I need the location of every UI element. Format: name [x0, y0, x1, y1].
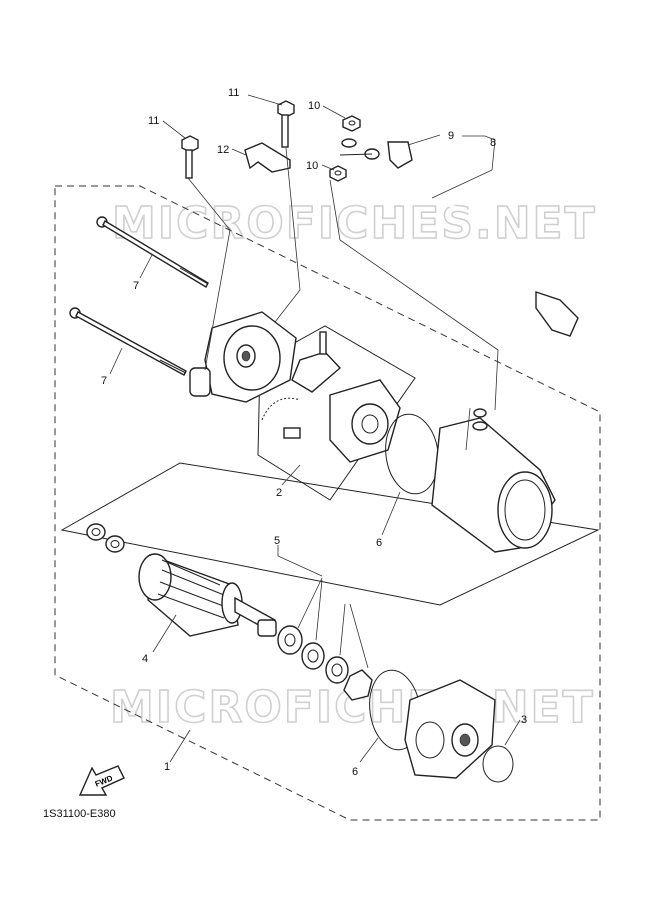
callout-5: 5 [274, 535, 280, 547]
callout-10-lower: 10 [306, 160, 318, 172]
washer-set-left[interactable] [86, 523, 125, 553]
front-cover[interactable] [404, 679, 496, 779]
assembly-boundary [54, 185, 601, 821]
brush-holder[interactable] [261, 331, 401, 463]
bolt-right[interactable] [277, 100, 295, 148]
callout-11-left: 11 [148, 115, 159, 127]
washer-set-right[interactable] [277, 625, 373, 701]
callout-7-upper: 7 [133, 280, 139, 292]
callout-7-lower: 7 [101, 375, 107, 387]
callout-6-lower: 6 [352, 766, 358, 778]
callout-12: 12 [217, 144, 229, 156]
callout-1: 1 [164, 761, 170, 773]
callout-10-upper: 10 [308, 100, 320, 112]
nut-upper[interactable] [341, 115, 361, 148]
callout-11-right: 11 [228, 87, 239, 99]
armature-group-frame [60, 462, 600, 606]
callout-9: 9 [448, 130, 454, 142]
watermark-top: MICROFICHES.NET [112, 198, 597, 249]
callout-3: 3 [521, 714, 527, 726]
diagram-code: 1S31100-E380 [43, 808, 116, 820]
through-bolt-lower[interactable] [69, 307, 187, 376]
forward-arrow-icon: FWD [78, 765, 125, 796]
callout-4: 4 [142, 653, 148, 665]
rear-cover[interactable] [189, 311, 297, 403]
leader-lines [109, 94, 521, 763]
nut-lower[interactable] [329, 165, 347, 182]
o-ring-small[interactable] [482, 745, 514, 783]
starter-yoke[interactable] [431, 408, 556, 553]
starter-cable[interactable] [339, 141, 579, 337]
armature[interactable] [138, 553, 277, 637]
bracket[interactable] [244, 142, 291, 173]
callout-2: 2 [276, 487, 282, 499]
callout-8: 8 [490, 137, 496, 149]
through-bolt-upper[interactable] [96, 216, 209, 288]
callout-6-upper: 6 [376, 537, 382, 549]
bolt-left[interactable] [181, 135, 199, 179]
